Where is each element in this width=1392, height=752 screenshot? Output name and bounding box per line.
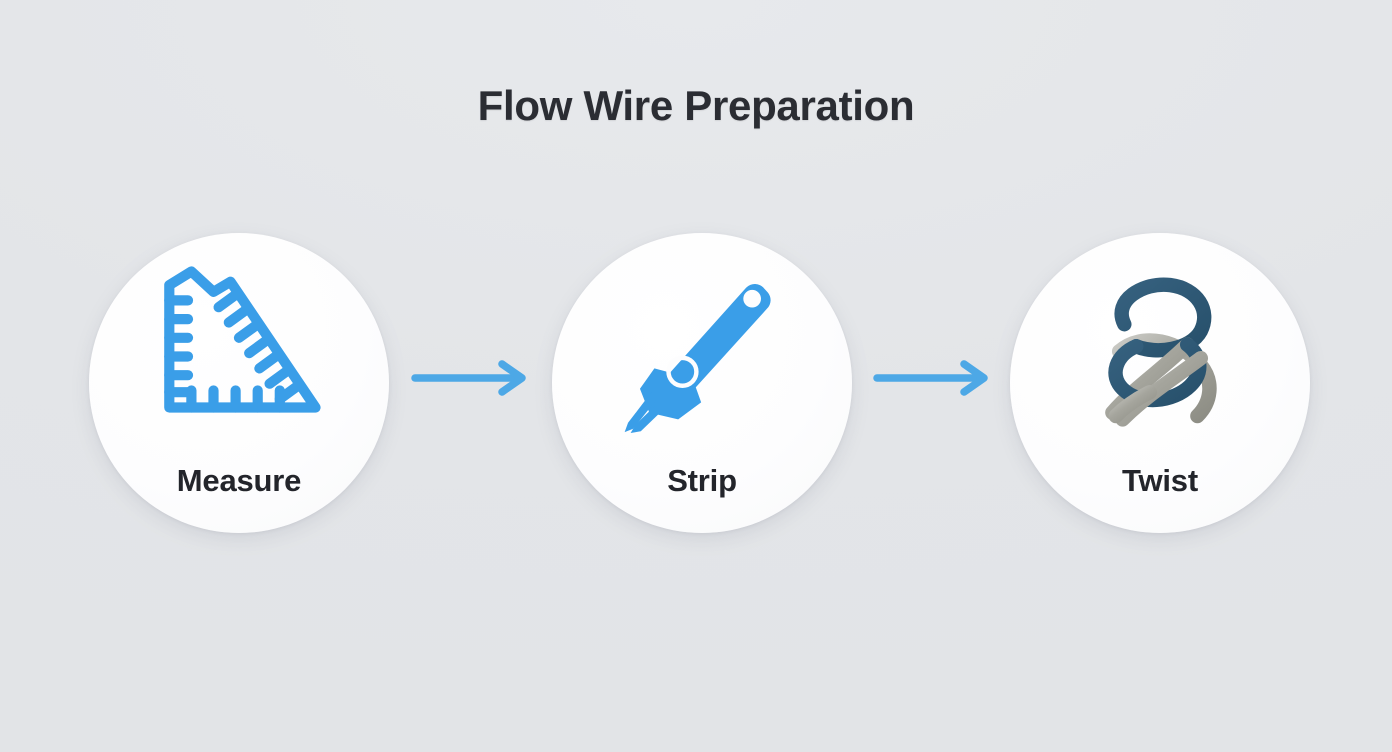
flow-steps-row: Measure (0, 233, 1392, 533)
step-label-strip: Strip (667, 463, 737, 498)
flow-step-strip[interactable]: Strip (552, 233, 852, 533)
flow-connector-1 (410, 357, 530, 399)
wire-stripper-tool-icon (617, 263, 787, 433)
triangular-ruler-icon (154, 263, 324, 433)
step-circle-measure (89, 233, 389, 533)
flow-step-twist[interactable]: Twist (1010, 233, 1310, 533)
step-circle-strip (552, 233, 852, 533)
arrow-right-icon (873, 360, 988, 396)
arrow-right-icon (411, 360, 526, 396)
flow-connector-2 (872, 357, 992, 399)
twisted-wires-icon (1075, 263, 1245, 433)
step-label-twist: Twist (1122, 463, 1198, 498)
step-label-measure: Measure (176, 463, 302, 498)
flow-step-measure[interactable]: Measure (89, 233, 389, 533)
page-title: Flow Wire Preparation (477, 82, 915, 129)
